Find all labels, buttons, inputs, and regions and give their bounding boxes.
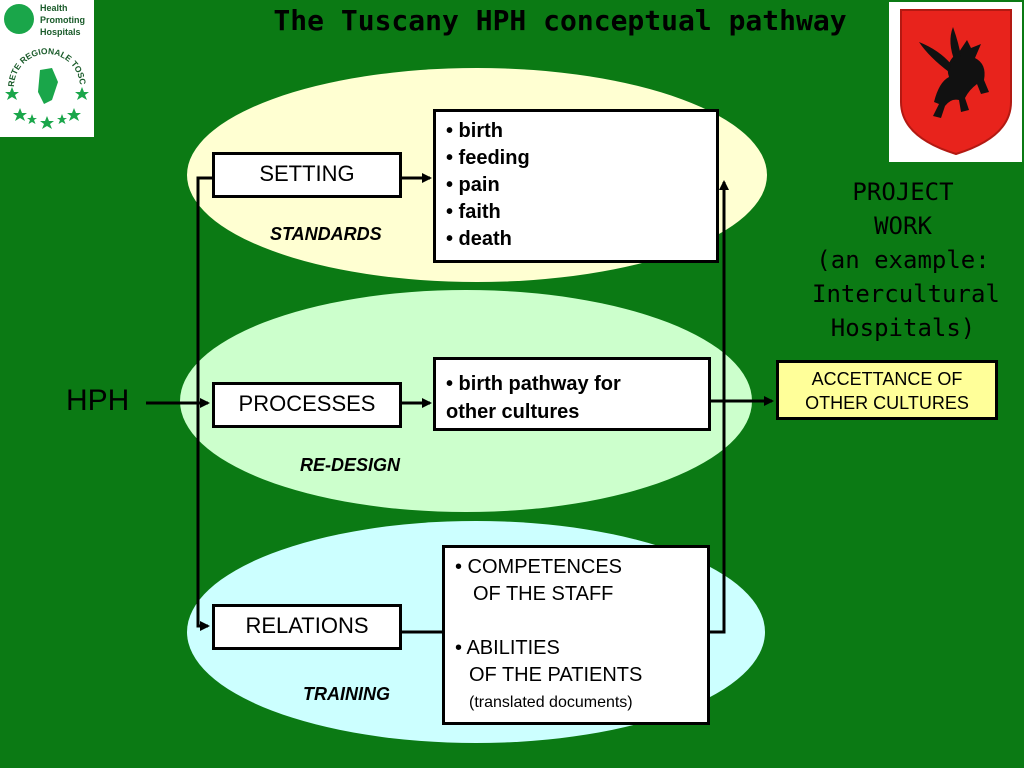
setting-box: SETTING [212, 152, 402, 198]
hph-logo-icon: Health Promoting Hospitals RETE REGIONAL… [0, 0, 94, 137]
list-item: • faith [446, 201, 501, 223]
list-item: • death [446, 228, 512, 250]
tuscany-pegasus-shield-icon [889, 2, 1022, 162]
page-title: The Tuscany HPH conceptual pathway [273, 4, 847, 37]
hph-logo-text: Health Promoting Hospitals [40, 3, 85, 37]
list-item: • pain [446, 174, 500, 196]
training-label: TRAINING [303, 684, 390, 704]
relations-topics-list: • COMPETENCES OF THE STAFF • ABILITIES O… [442, 545, 710, 725]
standards-label: STANDARDS [270, 224, 382, 244]
list-item: • birth pathway for [446, 373, 621, 395]
list-item: OF THE PATIENTS [469, 664, 643, 686]
list-item: (translated documents) [469, 694, 633, 711]
right-connector [710, 180, 729, 634]
list-item: • birth [446, 120, 503, 142]
project-work-text: PROJECT WORK (an example: Intercultural … [812, 178, 1000, 342]
processes-box: PROCESSES [212, 382, 402, 428]
list-item: • feeding [446, 147, 530, 169]
relations-box: RELATIONS [212, 604, 402, 650]
setting-topics-list: • birth • feeding • pain • faith • death [433, 109, 719, 263]
list-item: OF THE STAFF [473, 583, 614, 605]
list-item: • ABILITIES [455, 637, 560, 659]
tuscany-network-ring-icon: RETE REGIONALE TOSCANA [2, 42, 89, 129]
green-dot-icon [4, 4, 34, 34]
outcome-box: ACCETTANCE OF OTHER CULTURES [776, 360, 998, 420]
processes-topics-list: • birth pathway for other cultures [433, 357, 711, 431]
hph-label: HPH [66, 384, 130, 417]
list-item: other cultures [446, 401, 580, 423]
list-item: • COMPETENCES [455, 556, 623, 578]
redesign-label: RE-DESIGN [300, 455, 401, 475]
left-connector [196, 176, 212, 631]
